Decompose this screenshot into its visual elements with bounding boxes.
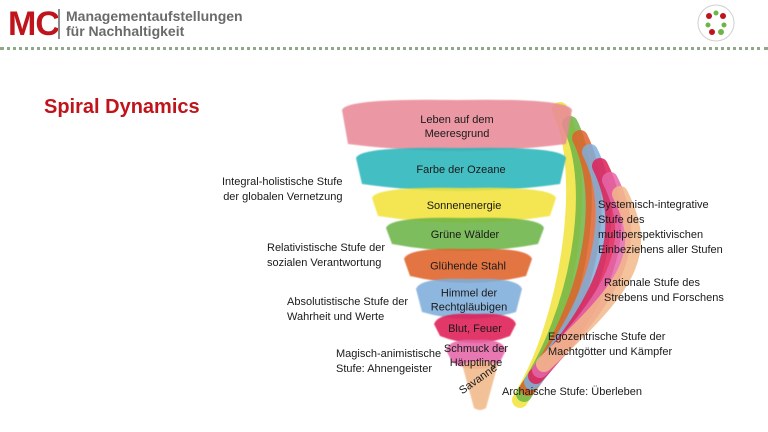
left-label-magic: Magisch-animistische Stufe: Ahnengeister: [336, 348, 442, 375]
left-label-integral: Integral-holistische Stufe der globalen …: [222, 176, 343, 203]
band-label: Grüne Wälder: [431, 229, 500, 241]
band-label: Häuptlinge: [450, 357, 503, 369]
spiral-band: [386, 217, 544, 251]
band-label: Glühende Stahl: [430, 261, 506, 273]
logo-line-2: für Nachhaltigkeit: [66, 23, 185, 39]
left-label-absolutist: Absolutistische Stufe der Wahrheit und W…: [287, 296, 409, 323]
spiral-coils: [512, 102, 642, 408]
spiral-band: [462, 361, 498, 410]
right-label-archaic: Archaische Stufe: Überleben: [502, 386, 643, 398]
spiral-coil-edge: [536, 186, 642, 372]
wreath-emblem-icon: [697, 4, 735, 42]
spiral-band: [446, 339, 506, 369]
spiral-band: [404, 248, 532, 283]
header-divider: [0, 47, 768, 50]
spiral-band: [416, 278, 522, 319]
band-label: Himmel der: [441, 288, 498, 300]
spiral-band: [434, 313, 516, 343]
header: MC Managementaufstellungen für Nachhalti…: [0, 0, 768, 50]
band-label: Sonnenenergie: [427, 200, 502, 212]
band-label: Meeresgrund: [425, 128, 490, 140]
logo-divider: [58, 9, 60, 39]
band-label: Blut, Feuer: [448, 323, 502, 335]
band-label: Rechtgläubigen: [431, 302, 507, 314]
logo-line-1: Managementaufstellungen: [66, 8, 243, 24]
spiral-band: [356, 147, 566, 191]
band-label: Schmuck der: [444, 343, 509, 355]
logo-text: Managementaufstellungen für Nachhaltigke…: [66, 9, 243, 39]
band-label: Leben auf dem: [420, 114, 493, 126]
page-title: Spiral Dynamics: [44, 96, 200, 118]
logo-mark: MC: [8, 5, 60, 43]
spiral-band: [342, 99, 572, 151]
right-label-systemic: Systemisch-integrative Stufe des multipe…: [598, 199, 723, 256]
right-label-egocentric: Egozentrische Stufe der Machtgötter und …: [548, 331, 673, 358]
spiral-band: [372, 187, 556, 223]
band-label: Farbe der Ozeane: [416, 164, 505, 176]
left-label-relativistic: Relativistische Stufe der sozialen Veran…: [267, 242, 385, 269]
right-label-rational: Rationale Stufe des Strebens und Forsche…: [604, 277, 724, 304]
spiral-bands: [342, 99, 572, 410]
